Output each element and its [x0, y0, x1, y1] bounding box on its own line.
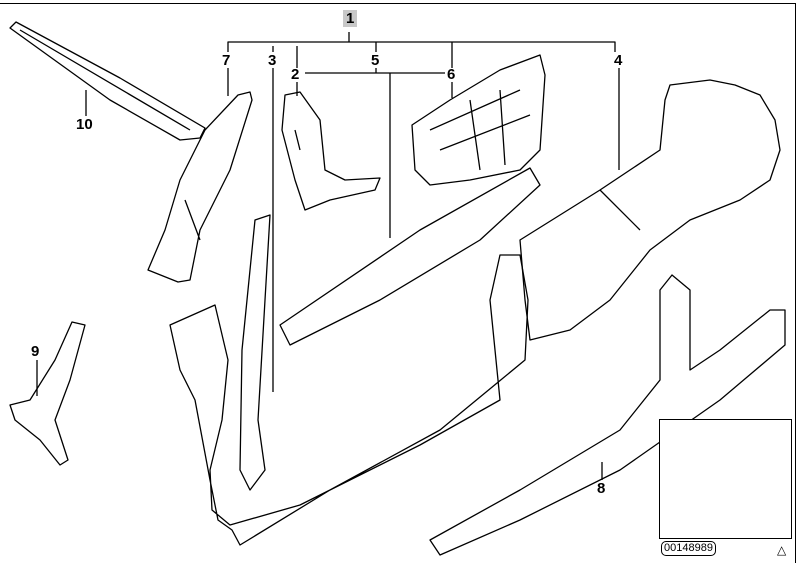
- frame-border: [0, 3, 796, 563]
- part-4-quarter-panel: [519, 79, 781, 341]
- leader-lines: [36, 32, 620, 480]
- callout-7: 7: [222, 52, 231, 69]
- part-3-side-frame: [169, 214, 529, 546]
- diagram-code: 00148989: [661, 541, 716, 556]
- triangle-icon: △: [777, 543, 787, 557]
- part-9-bracket: [9, 321, 86, 466]
- part-5-sill-inner: [279, 167, 541, 346]
- part-2-bracket: [281, 91, 381, 211]
- callout-6: 6: [447, 66, 456, 83]
- callout-5: 5: [371, 52, 380, 69]
- part-7-pillar: [147, 91, 253, 283]
- callout-10: 10: [76, 116, 93, 133]
- callout-2: 2: [291, 66, 300, 83]
- inset-vehicle-box: [659, 419, 792, 539]
- callout-3: 3: [268, 52, 277, 69]
- part-6-inner-panel: [411, 54, 546, 186]
- callout-9: 9: [31, 343, 40, 360]
- callout-1: 1: [343, 10, 358, 27]
- callout-8: 8: [597, 480, 606, 497]
- callout-4: 4: [614, 52, 623, 69]
- part-10-roof-rail: [9, 21, 206, 141]
- part-8-rocker: [429, 274, 786, 556]
